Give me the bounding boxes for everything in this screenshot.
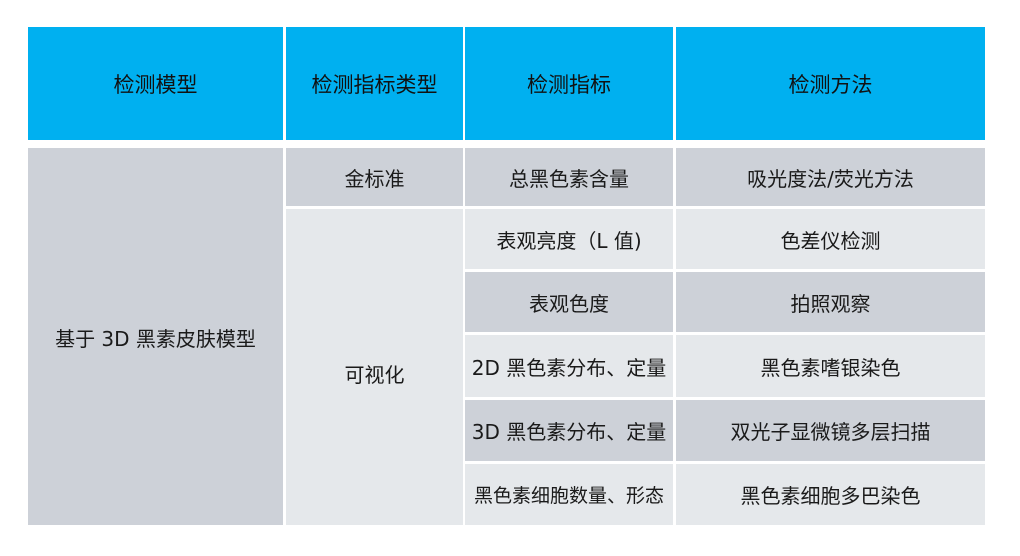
table-row-method: 吸光度法/荧光方法 [676, 148, 985, 206]
table-row-method: 双光子显微镜多层扫描 [676, 400, 985, 461]
indicator-type-gold-standard: 金标准 [286, 148, 463, 206]
table-row-indicator: 总黑色素含量 [465, 148, 673, 206]
table-row-indicator: 3D 黑色素分布、定量 [465, 400, 673, 461]
table-row-indicator: 表观亮度（L 值) [465, 209, 673, 269]
table-row-indicator: 黑色素细胞数量、形态 [465, 464, 673, 525]
header-model: 检测模型 [28, 27, 283, 140]
table-row-indicator: 表观色度 [465, 272, 673, 332]
indicator-type-visualization: 可视化 [286, 209, 463, 525]
table-row-method: 黑色素细胞多巴染色 [676, 464, 985, 525]
table-row-method: 色差仪检测 [676, 209, 985, 269]
table-row-method: 黑色素嗜银染色 [676, 335, 985, 397]
header-method: 检测方法 [676, 27, 985, 140]
header-indicator-type: 检测指标类型 [286, 27, 463, 140]
indicator-type-visualization-label: 可视化 [344, 363, 405, 387]
model-cell: 基于 3D 黑素皮肤模型 [28, 148, 283, 525]
model-label: 基于 3D 黑素皮肤模型 [55, 327, 256, 351]
table-row-indicator: 2D 黑色素分布、定量 [465, 335, 673, 397]
header-indicator: 检测指标 [465, 27, 673, 140]
table-row-method: 拍照观察 [676, 272, 985, 332]
